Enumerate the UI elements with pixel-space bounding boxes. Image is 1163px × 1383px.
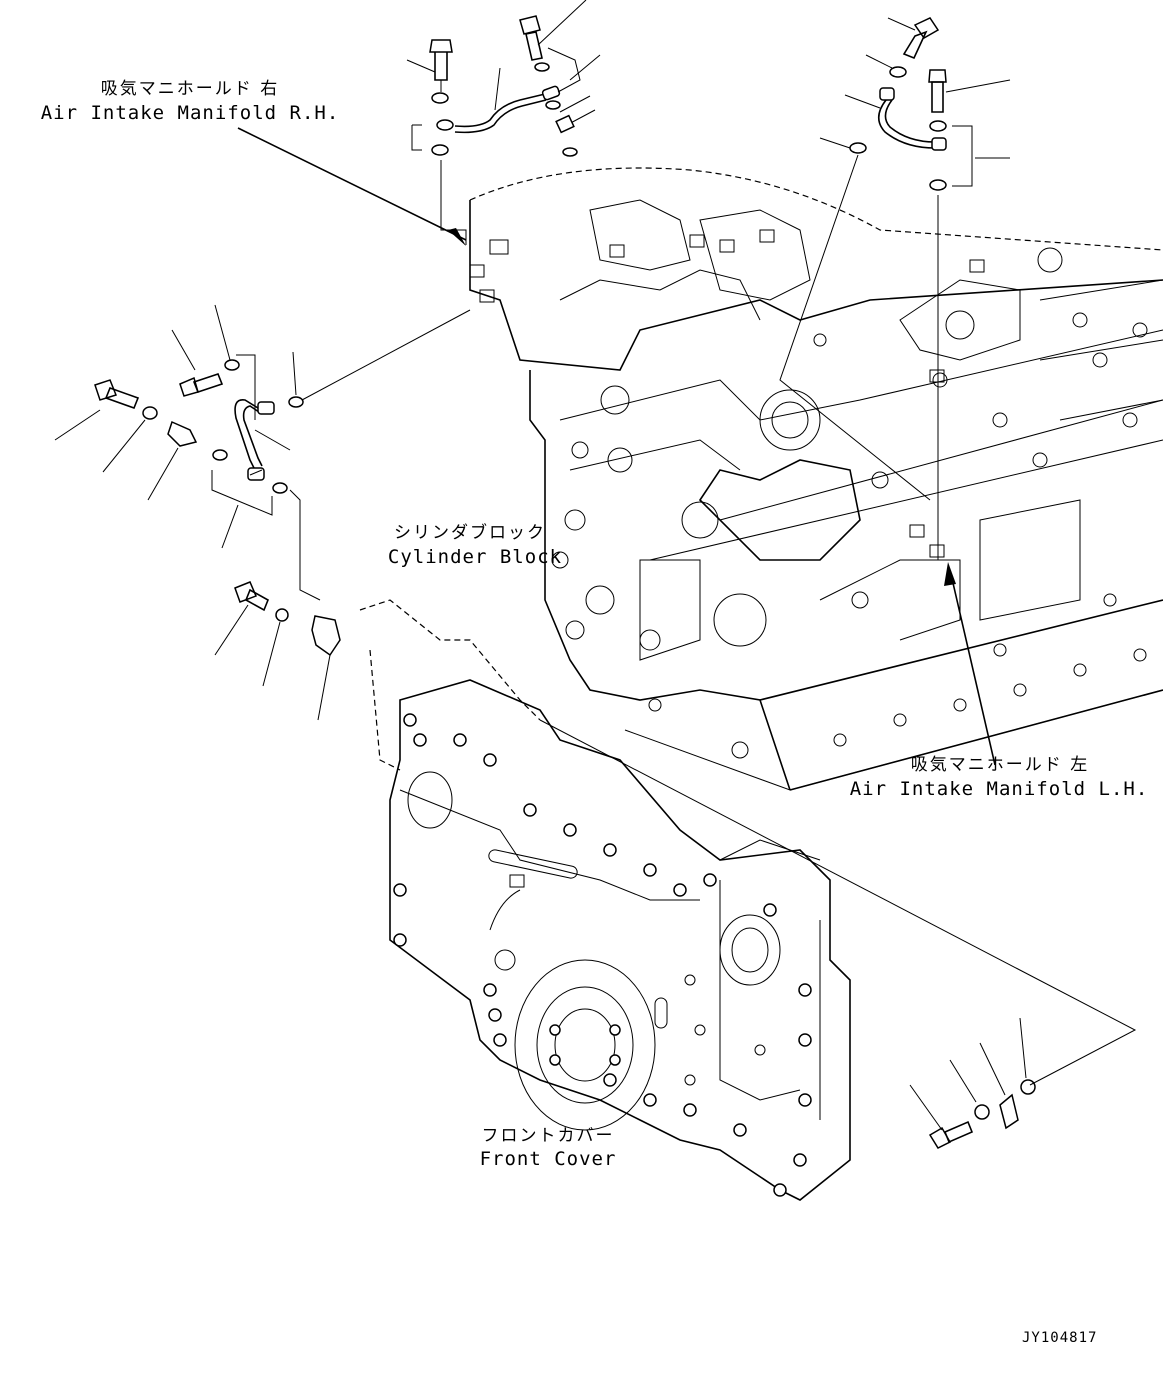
- front-cover-bolt-heads: [393, 713, 812, 1197]
- front-cover-label-jp: フロントカバー: [481, 1126, 615, 1146]
- manifold-lh-label-en: Air Intake Manifold L.H.: [849, 778, 1149, 800]
- leader-lines: [54, 0, 1027, 1131]
- cylinder-block-label-jp: シリンダブロック: [394, 523, 546, 543]
- cylinder-block-label-en: Cylinder Block: [387, 546, 563, 568]
- manifold-lh-label-jp: 吸気マニホールド 左: [910, 755, 1090, 775]
- label-pointer-arrows: [237, 127, 996, 766]
- manifold-rh-label-en: Air Intake Manifold R.H.: [40, 102, 340, 124]
- front-cover-sensor-group: [539, 719, 1137, 1149]
- manifold-rh-label-jp: 吸気マニホールド 右: [100, 79, 280, 99]
- left-tube-assembly: [94, 309, 471, 657]
- cylinder-block-drawing: [469, 167, 1163, 791]
- drawing-code: JY104817: [1022, 1330, 1098, 1346]
- rh-manifold-tube-group: [411, 15, 596, 245]
- front-cover-drawing: [359, 599, 851, 1201]
- front-cover-label-en: Front Cover: [479, 1148, 617, 1170]
- lh-manifold-tube-group: [779, 17, 973, 560]
